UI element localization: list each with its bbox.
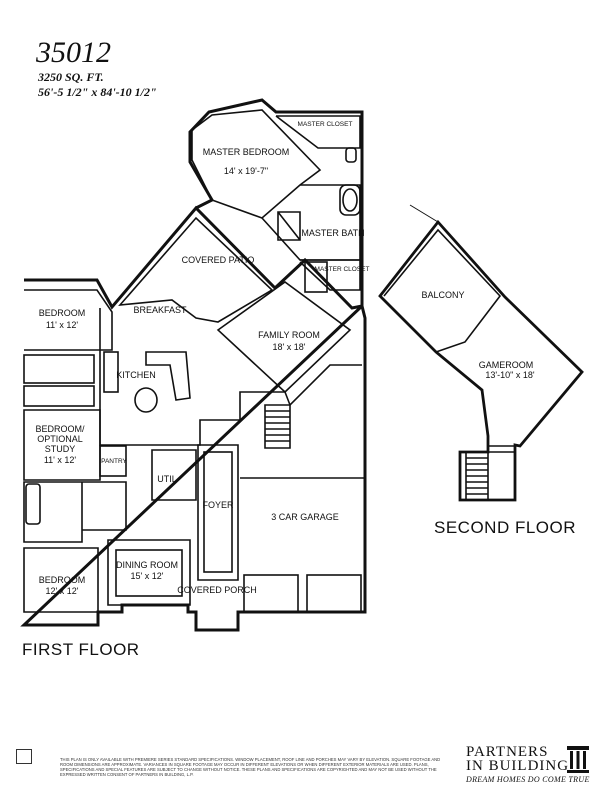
label-kitchen: KITCHEN (116, 370, 156, 380)
label-bedroom-study-1: BEDROOM/ (35, 424, 85, 434)
bedroom-2-walls (23, 547, 99, 613)
label-dining-room: DINING ROOM (116, 560, 178, 570)
plan-number: 35012 (36, 36, 111, 69)
label-master-bedroom: MASTER BEDROOM (203, 147, 290, 157)
kitchen-island-round (134, 387, 158, 413)
foyer-walls (197, 444, 239, 581)
garage-door-1 (243, 574, 299, 613)
plan-dimensions: 56'-5 1/2" x 84'-10 1/2" (38, 85, 157, 99)
label-breakfast: BREAKFAST (133, 305, 187, 315)
stairs-first-floor (264, 404, 291, 449)
label-gameroom-size: 13'-10" x 18' (485, 370, 534, 380)
logo-tagline: DREAM HOMES DO COME TRUE (466, 775, 590, 784)
label-bedroom-study-3: STUDY (45, 444, 76, 454)
plan-square-footage: 3250 SQ. FT. (38, 70, 104, 84)
label-balcony: BALCONY (421, 290, 464, 300)
foyer-inner (203, 451, 233, 573)
label-master-closet-2: MASTER CLOSET (315, 266, 370, 273)
bathtub (339, 184, 361, 216)
bedroom-1-walls (24, 289, 113, 351)
stairs-second-floor (465, 445, 515, 501)
label-util: UTIL (157, 474, 177, 484)
label-dining-room-size: 15' x 12' (131, 571, 164, 581)
util-walls (151, 449, 197, 501)
covered-patio-walls (118, 216, 274, 323)
label-covered-porch: COVERED PORCH (177, 585, 257, 595)
bath-2-tub (25, 483, 41, 525)
equal-housing-icon (16, 749, 32, 764)
master-closet-2-walls (299, 259, 361, 291)
label-gameroom: GAMEROOM (479, 360, 534, 370)
toilet (345, 147, 357, 163)
tub-basin (342, 188, 358, 212)
master-closet-top-walls (275, 115, 361, 149)
main-interior-walls (99, 308, 362, 446)
label-pantry: PANTRY (101, 458, 127, 465)
dining-room-walls (107, 539, 191, 606)
label-family-room-size: 18' x 18' (273, 342, 306, 352)
label-foyer: FOYER (202, 500, 234, 510)
balcony-walls (383, 228, 502, 353)
label-bedroom-2: BEDROOM (39, 575, 86, 585)
label-bedroom-1-size: 11' x 12' (46, 320, 79, 330)
label-master-bath: MASTER BATH (301, 228, 364, 238)
label-master-closet-top: MASTER CLOSET (298, 121, 353, 128)
label-master-closet-top-text: MASTER CLOSET (298, 121, 353, 128)
disclaimer-text: THIS PLAN IS ONLY AVAILABLE WITH PREMIER… (60, 757, 441, 777)
column-logo-icon (567, 746, 589, 773)
pantry (99, 445, 127, 477)
label-bedroom-2-size: 12' x 12' (46, 586, 79, 596)
second-floor-roof-line (409, 204, 439, 223)
kitchen-counter (103, 351, 119, 393)
logo-line-2: IN BUILDING (466, 758, 570, 774)
label-garage: 3 CAR GARAGE (271, 512, 339, 522)
logo-line-1: PARTNERS (466, 744, 549, 760)
first-floor-title: FIRST FLOOR (22, 640, 140, 659)
family-room-walls (216, 281, 352, 394)
label-master-bedroom-size: 14' x 19'-7" (224, 166, 268, 176)
dining-inner (115, 549, 183, 597)
label-bedroom-study-size: 11' x 12' (44, 455, 77, 465)
label-family-room: FAMILY ROOM (258, 330, 320, 340)
bedroom-1-closet (23, 354, 95, 384)
label-covered-patio: COVERED PATIO (182, 255, 255, 265)
label-bedroom-study-2: OPTIONAL (37, 434, 83, 444)
shower (277, 211, 301, 241)
garage-door-2 (306, 574, 362, 613)
label-bedroom-1: BEDROOM (39, 308, 86, 318)
second-floor-title: SECOND FLOOR (434, 518, 577, 537)
master-vanity (304, 261, 328, 293)
bath-2-walls (23, 481, 127, 543)
kitchen-island (145, 351, 191, 401)
bedroom-study-walls (23, 409, 101, 481)
bath-1 (23, 385, 95, 407)
master-bath-walls (261, 184, 361, 261)
